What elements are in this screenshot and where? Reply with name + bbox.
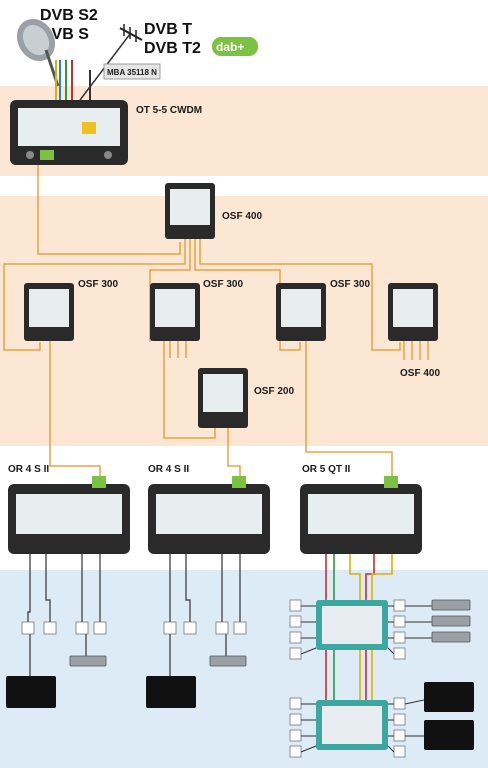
satellite-dish-icon [16,18,60,87]
osf300-b-label: OSF 300 [203,279,243,290]
multiswitch-upper [316,600,388,650]
or4-a-coax [27,554,101,676]
or4-b-coax [169,554,241,676]
tv-icons [6,676,474,750]
wall-socket-icons [21,621,247,635]
input-cables [55,60,91,100]
or4-a-label: OR 4 S II [8,464,49,475]
osf300-b-outputs [169,341,187,358]
osf200-label: OSF 200 [254,386,294,397]
or5-coax [325,554,393,700]
osf400-right-outputs [403,341,429,360]
multiswitch-lower [316,700,388,750]
multiswitch-wiring [300,605,432,753]
svg-text:dab+: dab+ [216,40,244,54]
svg-text:DVB T2: DVB T2 [144,40,201,57]
osf300-c-device [276,283,326,341]
osf300-a-label: OSF 300 [78,279,118,290]
osf400-top-label: OSF 400 [222,211,262,222]
or4-b-device [148,476,270,554]
fiber-to-receivers [49,341,393,478]
osf200-device [198,368,248,428]
osf300-b-device [150,283,200,341]
svg-text:DVB T: DVB T [144,21,192,38]
or5-label: OR 5 QT II [302,464,351,475]
dvb-t-logo: DVB T DVB T2 [144,21,201,57]
set-top-box-icons [69,599,471,667]
ot-label: OT 5-5 CWDM [136,105,202,116]
osf400-top-device [165,183,215,239]
ot-device [10,100,128,165]
osf300-a-device [24,283,74,341]
band-bottom [0,570,488,768]
svg-text:MBA 35118 N: MBA 35118 N [107,68,157,77]
or5-device [300,476,422,554]
or4-b-label: OR 4 S II [148,464,189,475]
or4-a-device [8,476,130,554]
fiber-ot-osf400 [37,165,181,255]
osf400-right-device [388,283,438,341]
osf400-right-label: OSF 400 [400,368,440,379]
dab-logo: dab+ [212,37,258,56]
osf300-c-label: OSF 300 [330,279,370,290]
svg-text:DVB S2: DVB S2 [40,7,98,24]
mba-label: MBA 35118 N [103,63,161,80]
